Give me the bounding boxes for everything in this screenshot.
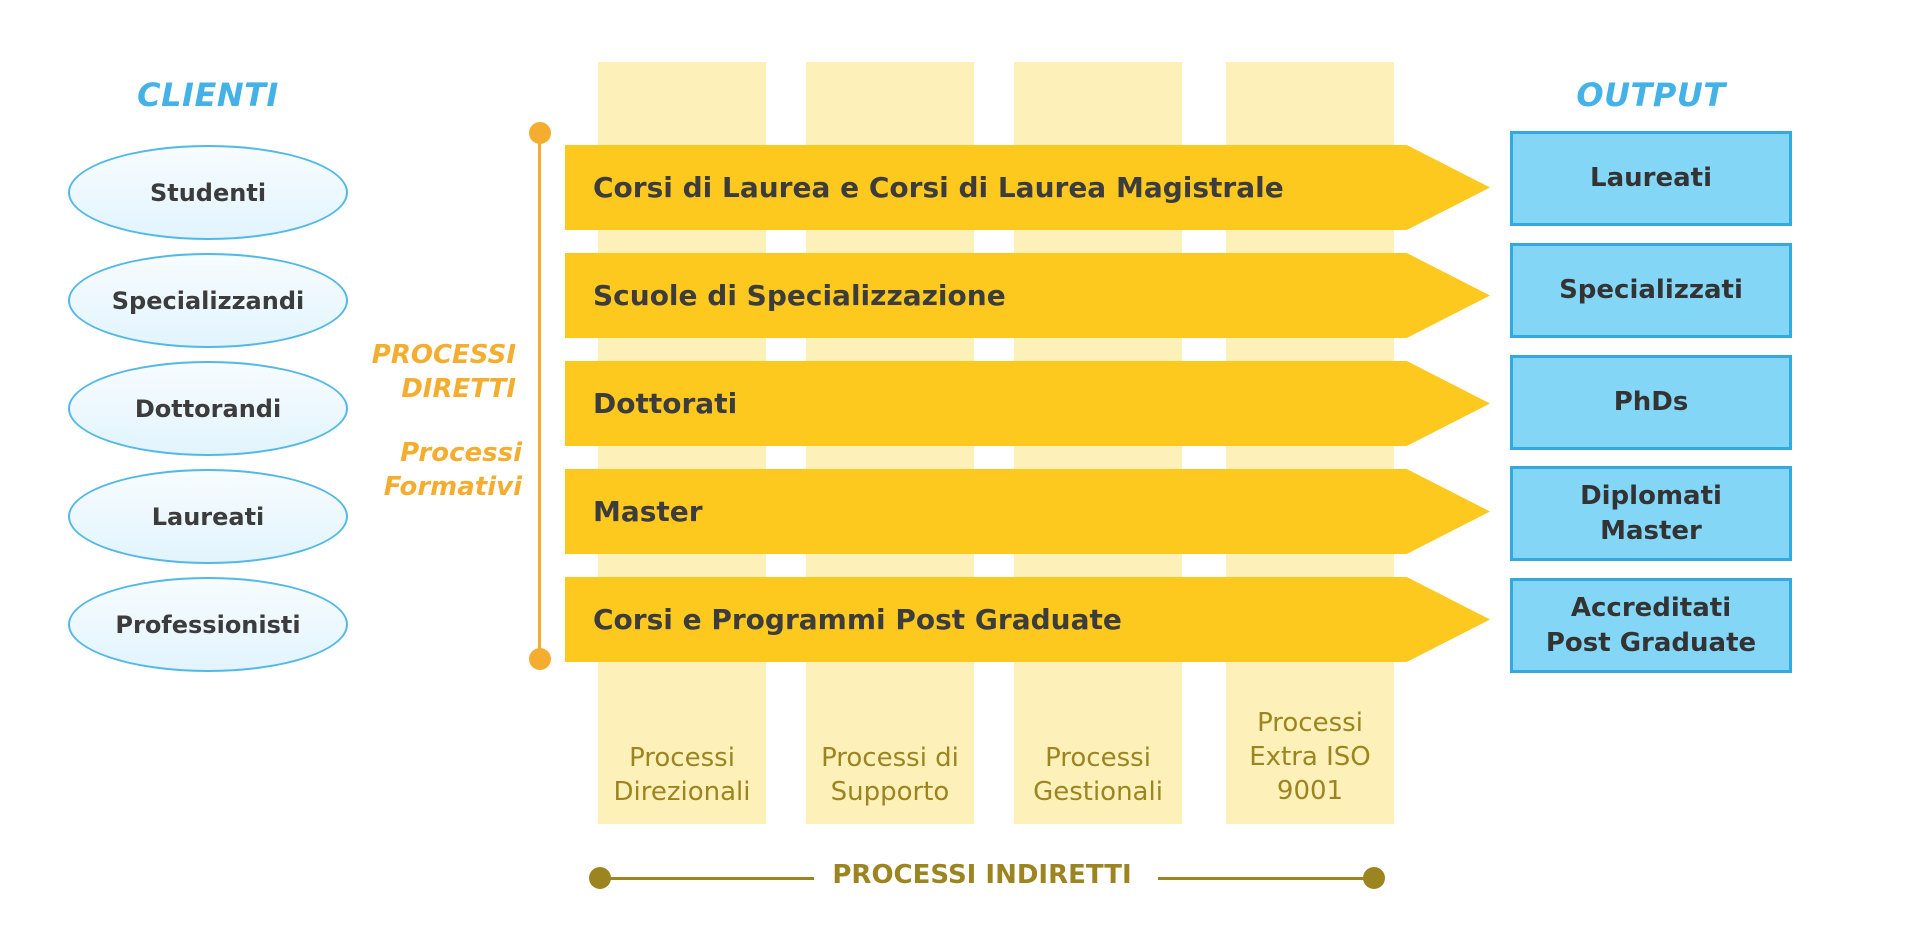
column-label-gestionali: Processi Gestionali [1033,743,1163,807]
output-laureati: Laureati [1510,131,1792,226]
client-studenti: Studenti [68,145,348,240]
output-accreditati-post-graduate: Accreditati Post Graduate [1510,578,1792,673]
indirect-left-line [600,877,814,880]
column-label-direzionali: Processi Direzionali [613,743,751,807]
output-specializzati: Specializzati [1510,243,1792,338]
process-arrow-master: Master [565,469,1490,554]
process-arrow-scuole: Scuole di Specializzazione [565,253,1490,338]
processi-indiretti-label: PROCESSI INDIRETTI [832,860,1132,890]
output-diplomati-master: Diplomati Master [1510,466,1792,561]
output-phds: PhDs [1510,355,1792,450]
indirect-right-line [1158,877,1374,880]
client-laureati: Laureati [68,469,348,564]
column-label-supporto: Processi di Supporto [821,743,959,807]
process-arrow-corsi-laurea: Corsi di Laurea e Corsi di Laurea Magist… [565,145,1490,230]
process-arrow-dottorati: Dottorati [565,361,1490,446]
client-professionisti: Professionisti [68,577,348,672]
process-label: Corsi di Laurea e Corsi di Laurea Magist… [593,171,1284,204]
process-label: Corsi e Programmi Post Graduate [593,603,1122,636]
process-label: Master [593,495,703,528]
bracket-line [538,133,541,661]
clients-heading: CLIENTI [137,76,279,114]
process-label: Dottorati [593,387,738,420]
process-label: Scuole di Specializzazione [593,279,1006,312]
column-label-extra-iso: Processi Extra ISO 9001 [1249,708,1371,806]
bracket-bottom-dot [529,648,551,670]
client-specializzandi: Specializzandi [68,253,348,348]
indirect-right-dot [1363,867,1385,889]
processi-diretti-label: PROCESSI DIRETTI [371,340,516,404]
client-dottorandi: Dottorandi [68,361,348,456]
processi-formativi-label: Processi Formativi [383,438,522,502]
output-heading: OUTPUT [1576,76,1726,114]
process-arrow-post-graduate: Corsi e Programmi Post Graduate [565,577,1490,662]
